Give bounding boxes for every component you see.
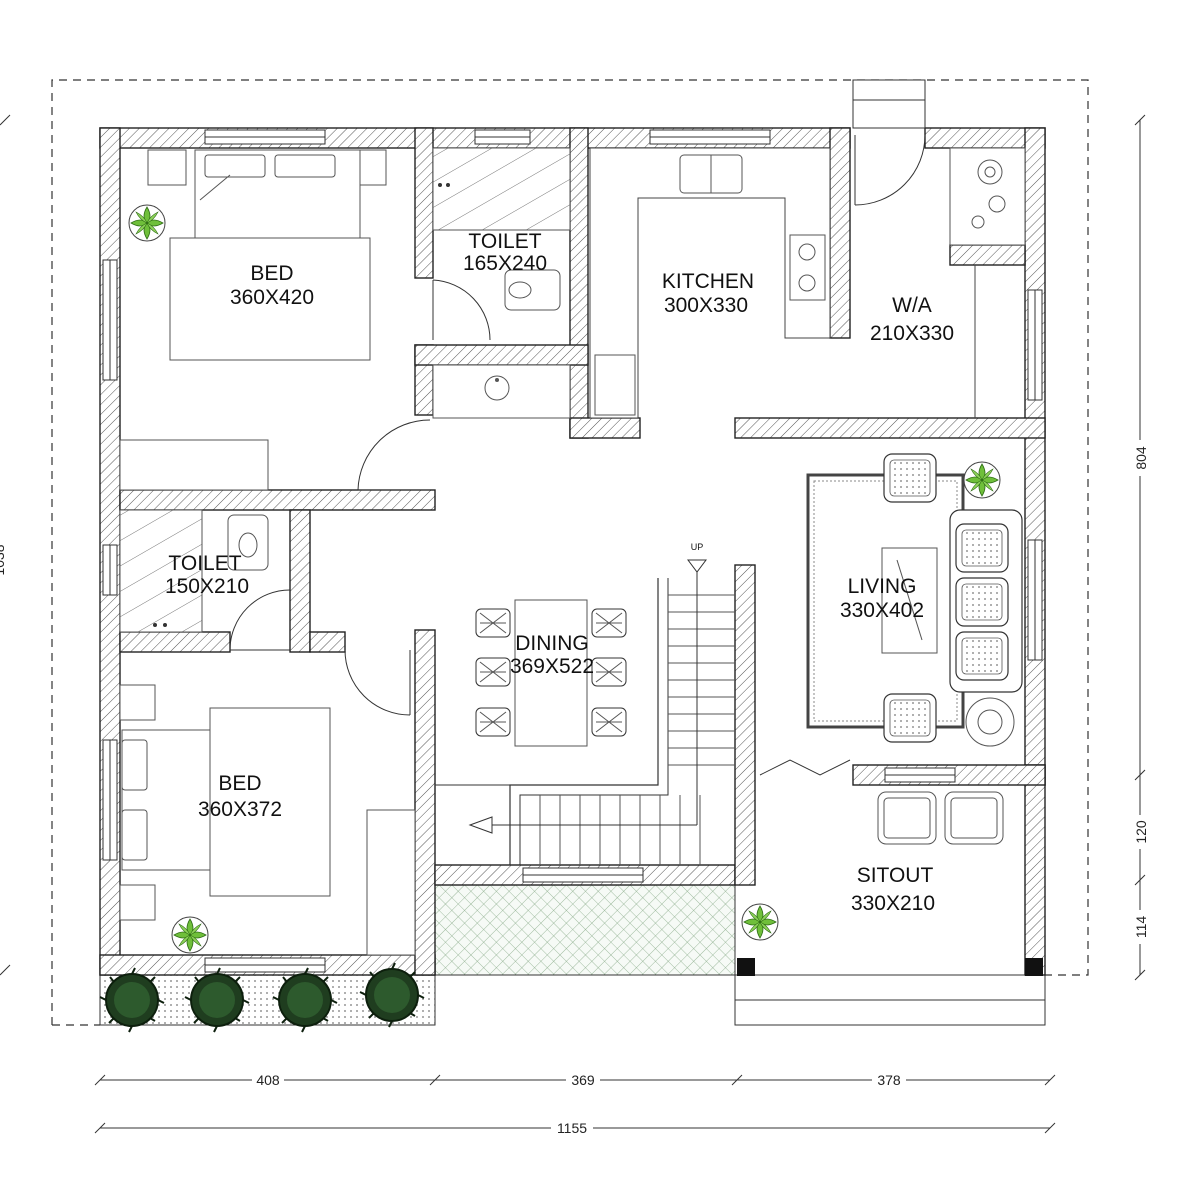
dining-size: 369X522: [510, 655, 594, 678]
bed2-furniture: [119, 684, 416, 956]
room-labels: BED 360X420 TOILET 165X240 KITCHEN 300X3…: [165, 230, 954, 915]
bed1-name: BED: [250, 262, 293, 285]
right-dimensions: [1134, 114, 1146, 981]
toilet2-name: TOILET: [168, 552, 241, 575]
dim-bottom-1: 408: [256, 1072, 280, 1088]
living-furniture: [806, 453, 1023, 747]
stair-up-label: UP: [691, 542, 704, 552]
dim-right-2: 120: [1133, 820, 1149, 844]
dining-set: [475, 599, 627, 747]
left-dimension: [0, 114, 11, 976]
dim-bottom-3: 378: [877, 1072, 901, 1088]
kitchen-size: 300X330: [664, 294, 748, 317]
living-name: LIVING: [848, 575, 917, 598]
toilet2-fixtures: [119, 509, 269, 633]
bed2-size: 360X372: [198, 798, 282, 821]
living-size: 330X402: [840, 599, 924, 622]
front-paving: [434, 884, 736, 976]
doors: [229, 79, 926, 776]
staircase: [435, 559, 735, 865]
toilet1-size: 165X240: [463, 252, 547, 275]
dim-right-3: 114: [1133, 916, 1149, 939]
dim-bottom-2: 369: [571, 1072, 595, 1088]
windows: [102, 129, 1043, 973]
dim-overall: 1155: [557, 1120, 587, 1136]
toilet1-fixtures: [432, 147, 571, 419]
dim-left: 1038: [0, 544, 7, 575]
bed1-furniture: [119, 149, 387, 491]
wa-size: 210X330: [870, 322, 954, 345]
sitout-size: 330X210: [851, 892, 935, 915]
toilet2-size: 150X210: [165, 575, 249, 598]
dining-name: DINING: [515, 632, 589, 655]
wa-name: W/A: [892, 294, 932, 317]
bed1-size: 360X420: [230, 286, 314, 309]
sitout-furniture: [737, 791, 1043, 976]
kitchen-name: KITCHEN: [662, 270, 754, 293]
wa-fixtures: [949, 147, 1026, 418]
site-boundary: [51, 79, 1089, 1025]
sitout-name: SITOUT: [857, 864, 934, 887]
toilet1-name: TOILET: [468, 230, 541, 253]
dim-right-1: 804: [1133, 446, 1149, 470]
bed2-name: BED: [218, 772, 261, 795]
kitchen-counter: [589, 147, 831, 419]
